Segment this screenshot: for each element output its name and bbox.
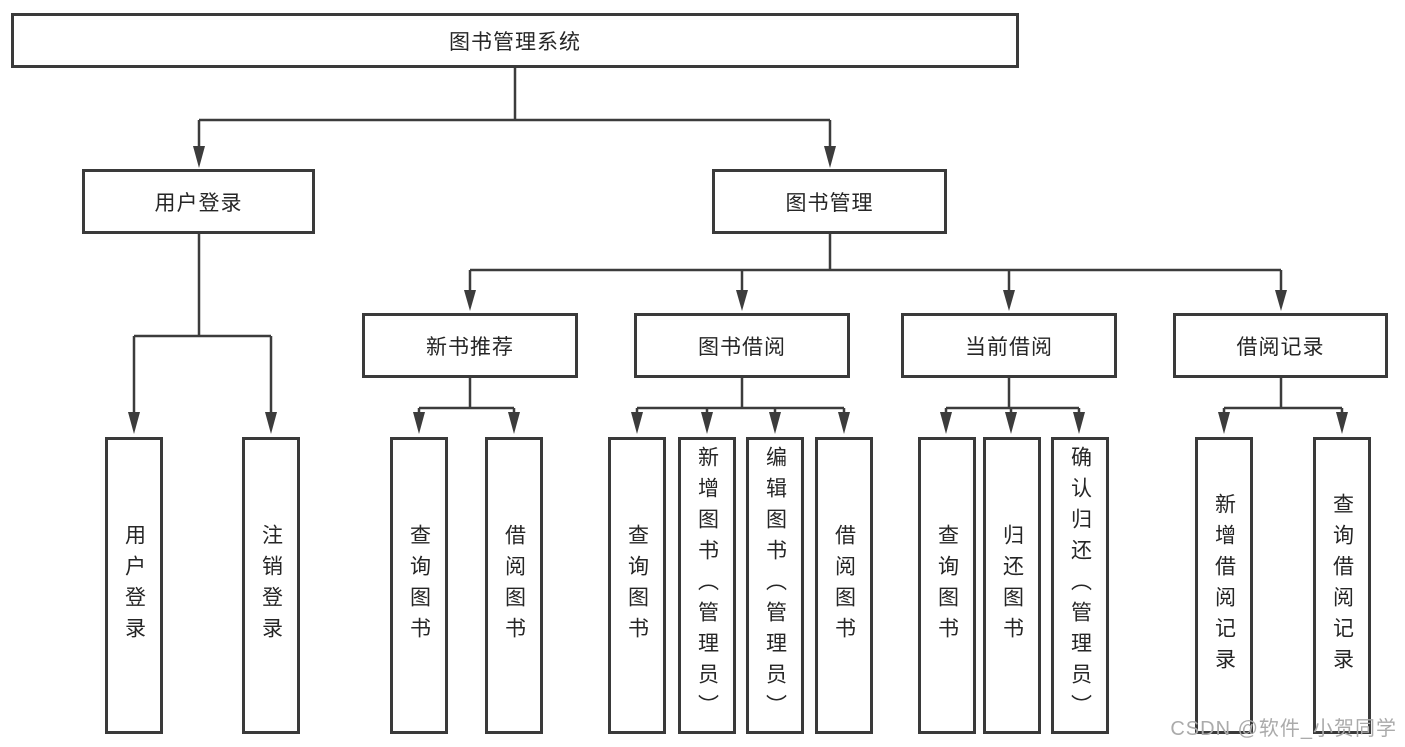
node-label: 归还图书: [1000, 523, 1024, 648]
node-query-books-recommend: 查询图书: [390, 437, 448, 734]
node-label: 查询图书: [935, 523, 959, 648]
node-label: 新增借阅记录: [1212, 492, 1236, 679]
node-query-books-current: 查询图书: [918, 437, 976, 734]
node-add-borrow-record: 新增借阅记录: [1195, 437, 1253, 734]
node-edit-book-admin: 编辑图书（管理员）: [746, 437, 804, 734]
node-label: 图书管理系统: [449, 30, 581, 54]
node-label: 图书借阅: [698, 335, 786, 359]
node-label: 查询图书: [407, 523, 431, 648]
node-label: 当前借阅: [965, 335, 1053, 359]
node-query-books-borrowing: 查询图书: [608, 437, 666, 734]
node-borrow-books-borrowing: 借阅图书: [815, 437, 873, 734]
node-label: 借阅图书: [502, 523, 526, 648]
node-label: 新书推荐: [426, 335, 514, 359]
node-library-management-system: 图书管理系统: [11, 13, 1019, 68]
node-user-login: 用户登录: [82, 169, 315, 234]
node-label: 借阅记录: [1236, 335, 1325, 359]
node-query-borrow-record: 查询借阅记录: [1313, 437, 1371, 734]
node-book-management: 图书管理: [712, 169, 947, 234]
node-current-borrowing: 当前借阅: [901, 313, 1117, 378]
node-user-login-leaf: 用户登录: [105, 437, 163, 734]
node-label: 编辑图书（管理员）: [763, 446, 787, 725]
node-label: 借阅图书: [832, 523, 856, 648]
node-label: 用户登录: [154, 191, 243, 215]
node-new-book-recommendation: 新书推荐: [362, 313, 578, 378]
node-label: 查询图书: [625, 523, 649, 648]
node-label: 图书管理: [785, 191, 874, 215]
node-borrowing-records: 借阅记录: [1173, 313, 1388, 378]
node-label: 注销登录: [259, 523, 283, 648]
node-add-book-admin: 新增图书（管理员）: [678, 437, 736, 734]
node-logout: 注销登录: [242, 437, 300, 734]
node-confirm-return-admin: 确认归还（管理员）: [1051, 437, 1109, 734]
node-book-borrowing: 图书借阅: [634, 313, 850, 378]
node-return-book: 归还图书: [983, 437, 1041, 734]
node-label: 新增图书（管理员）: [695, 446, 719, 725]
node-borrow-books-recommend: 借阅图书: [485, 437, 543, 734]
node-label: 用户登录: [122, 523, 146, 648]
csdn-watermark: CSDN @软件_小贺同学: [1170, 718, 1397, 740]
node-label: 查询借阅记录: [1330, 492, 1354, 679]
node-label: 确认归还（管理员）: [1068, 446, 1092, 725]
